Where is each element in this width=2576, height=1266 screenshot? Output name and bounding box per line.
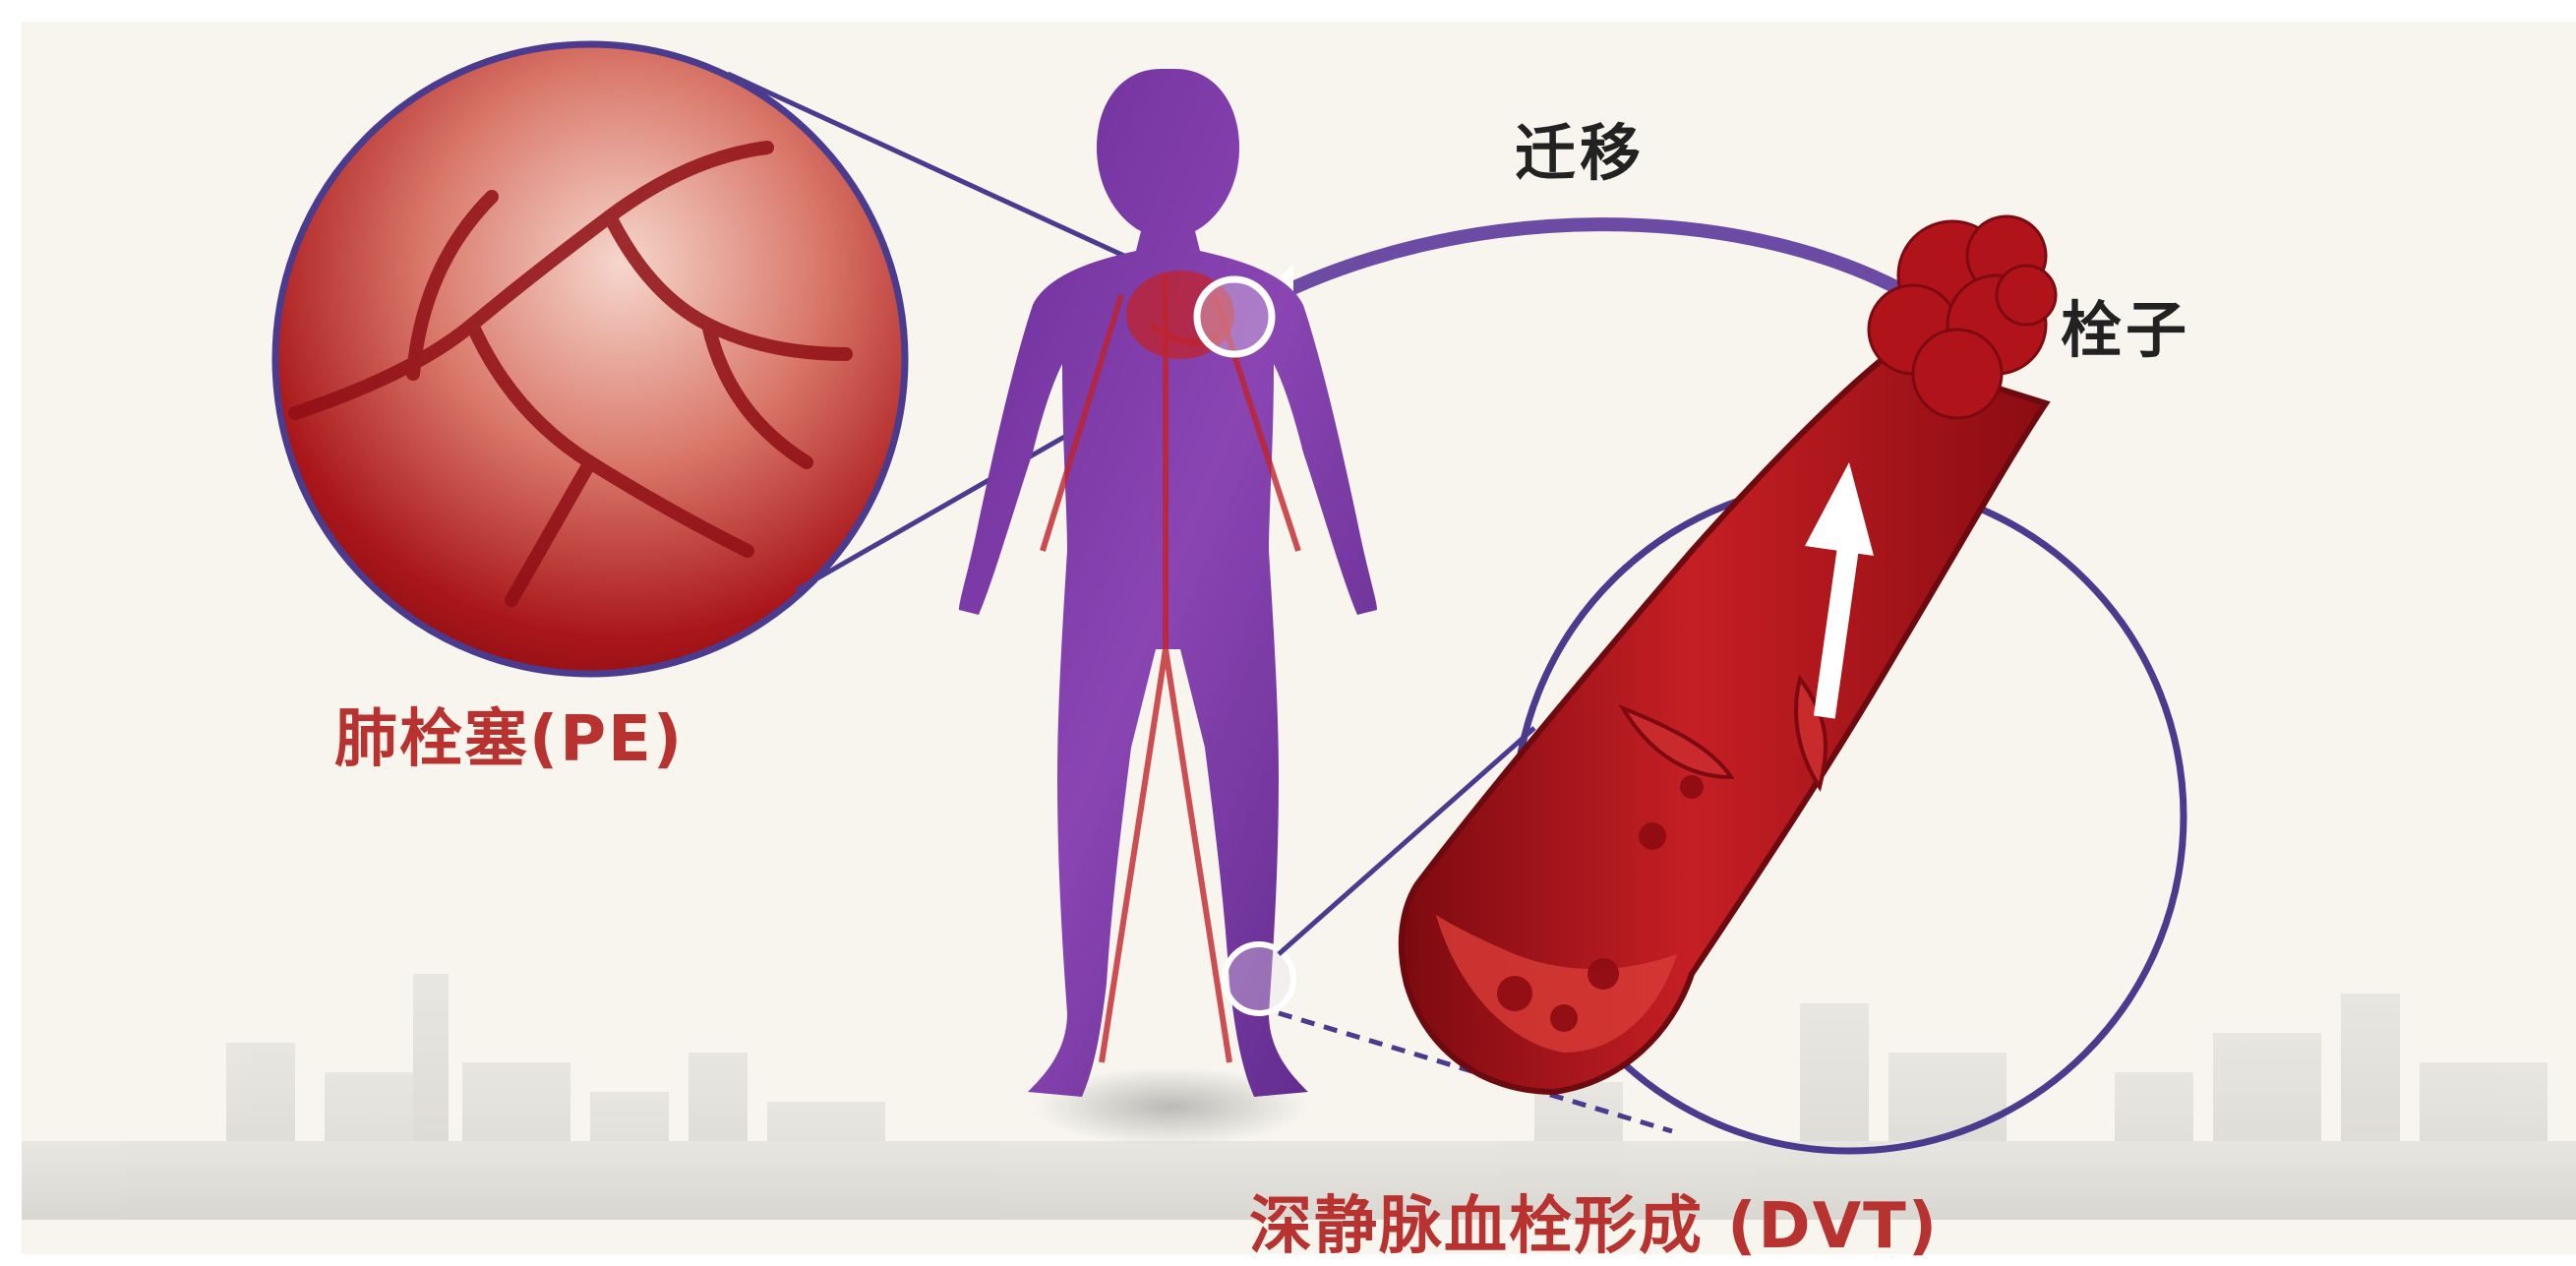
pulmonary-embolism-label: 肺栓塞(PE) [334,689,684,779]
embolus-label: 栓子 [2061,280,2190,369]
chest-zoom-marker [1197,279,1272,354]
deep-vein-thrombosis-label: 深静脉血栓形成 (DVT) [1249,1176,1939,1266]
leg-zoom-marker [1225,944,1293,1013]
migration-label: 迁移 [1515,103,1645,192]
